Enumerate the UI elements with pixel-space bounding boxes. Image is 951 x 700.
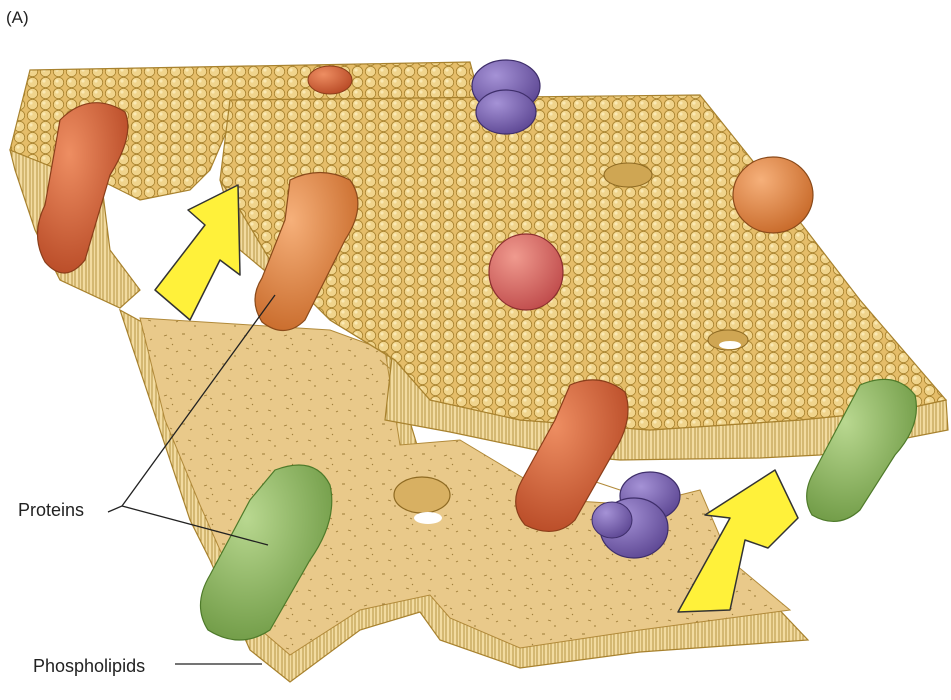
protein-icon-orange-right — [733, 157, 813, 233]
protein-icon-pink-center — [489, 234, 563, 310]
protein-icon-purple-top — [472, 60, 540, 134]
protein-icon-orange-topleft — [308, 66, 352, 94]
up-arrow-icon-left — [155, 185, 240, 320]
panel-label: (A) — [6, 8, 29, 28]
pore-lower — [394, 477, 450, 513]
proteins-label: Proteins — [18, 500, 84, 521]
pore-upper — [604, 163, 652, 187]
phospholipids-label: Phospholipids — [33, 656, 145, 677]
